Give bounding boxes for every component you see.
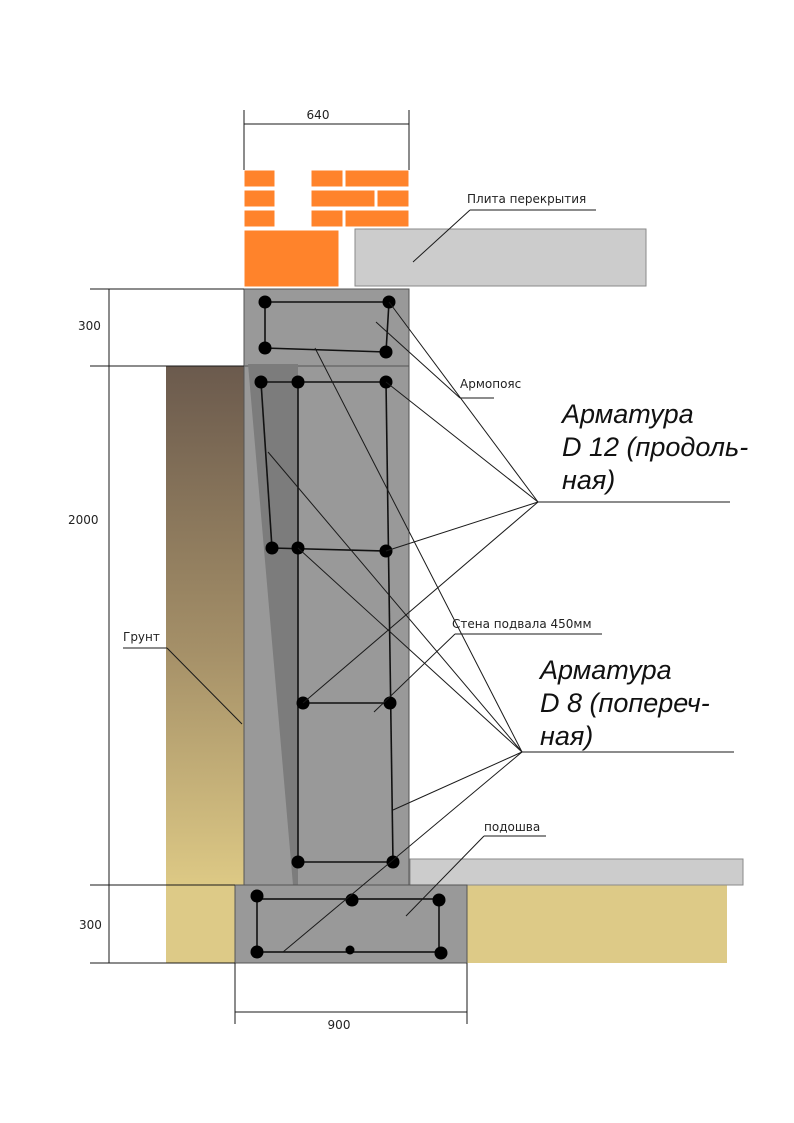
basement-floor-slab — [409, 858, 744, 886]
rebar-dot — [265, 541, 279, 555]
rebar-dot — [291, 375, 305, 389]
rebar-bars — [250, 295, 448, 960]
rebar-dot — [250, 945, 264, 959]
label-slab: Плита перекрытия — [467, 192, 586, 206]
label-wall: Стена подвала 450мм — [452, 617, 592, 631]
callout-rebar-main: Арматура D 12 (продоль- ная) — [560, 399, 748, 495]
callout-rebar-main-line: Арматура — [560, 399, 694, 429]
callout-rebar-cross-line: D 8 (попереч- — [540, 688, 710, 718]
rebar-dot — [345, 945, 355, 955]
dimension-lines — [90, 110, 468, 1024]
callout-rebar-main-line: D 12 (продоль- — [562, 432, 748, 462]
rebar-dot — [254, 375, 268, 389]
rebar-dot — [345, 893, 359, 907]
leader-lines — [123, 209, 734, 953]
dim-top-width: 640 — [307, 108, 330, 122]
rebar-dot — [434, 946, 448, 960]
callout-rebar-cross: Арматура D 8 (попереч- ная) — [538, 655, 710, 751]
rebar-dot — [291, 855, 305, 869]
label-soil: Грунт — [123, 630, 160, 644]
waterproofing-layer — [248, 364, 298, 885]
label-sole: подошва — [484, 820, 540, 834]
callout-rebar-cross-line: ная) — [540, 721, 593, 751]
soil-base-left — [166, 885, 235, 963]
rebar-dot — [432, 893, 446, 907]
label-armopoyas: Армопояс — [460, 377, 521, 391]
callout-rebar-cross-line: Арматура — [538, 655, 672, 685]
callout-rebar-main-line: ная) — [562, 465, 615, 495]
dim-armopoyas-height: 300 — [78, 319, 101, 333]
rebar-dot — [379, 345, 393, 359]
dim-footing-height: 300 — [79, 918, 102, 932]
rebar-dot — [250, 889, 264, 903]
brick-wall — [243, 169, 410, 288]
rebar-dot — [258, 295, 272, 309]
dim-wall-height: 2000 — [68, 513, 99, 527]
floor-slab — [354, 228, 647, 287]
rebar-dot — [383, 696, 397, 710]
dim-footing-width: 900 — [328, 1018, 351, 1032]
rebar-dot — [258, 341, 272, 355]
soil-base-right — [467, 885, 727, 963]
rebar-dot — [386, 855, 400, 869]
